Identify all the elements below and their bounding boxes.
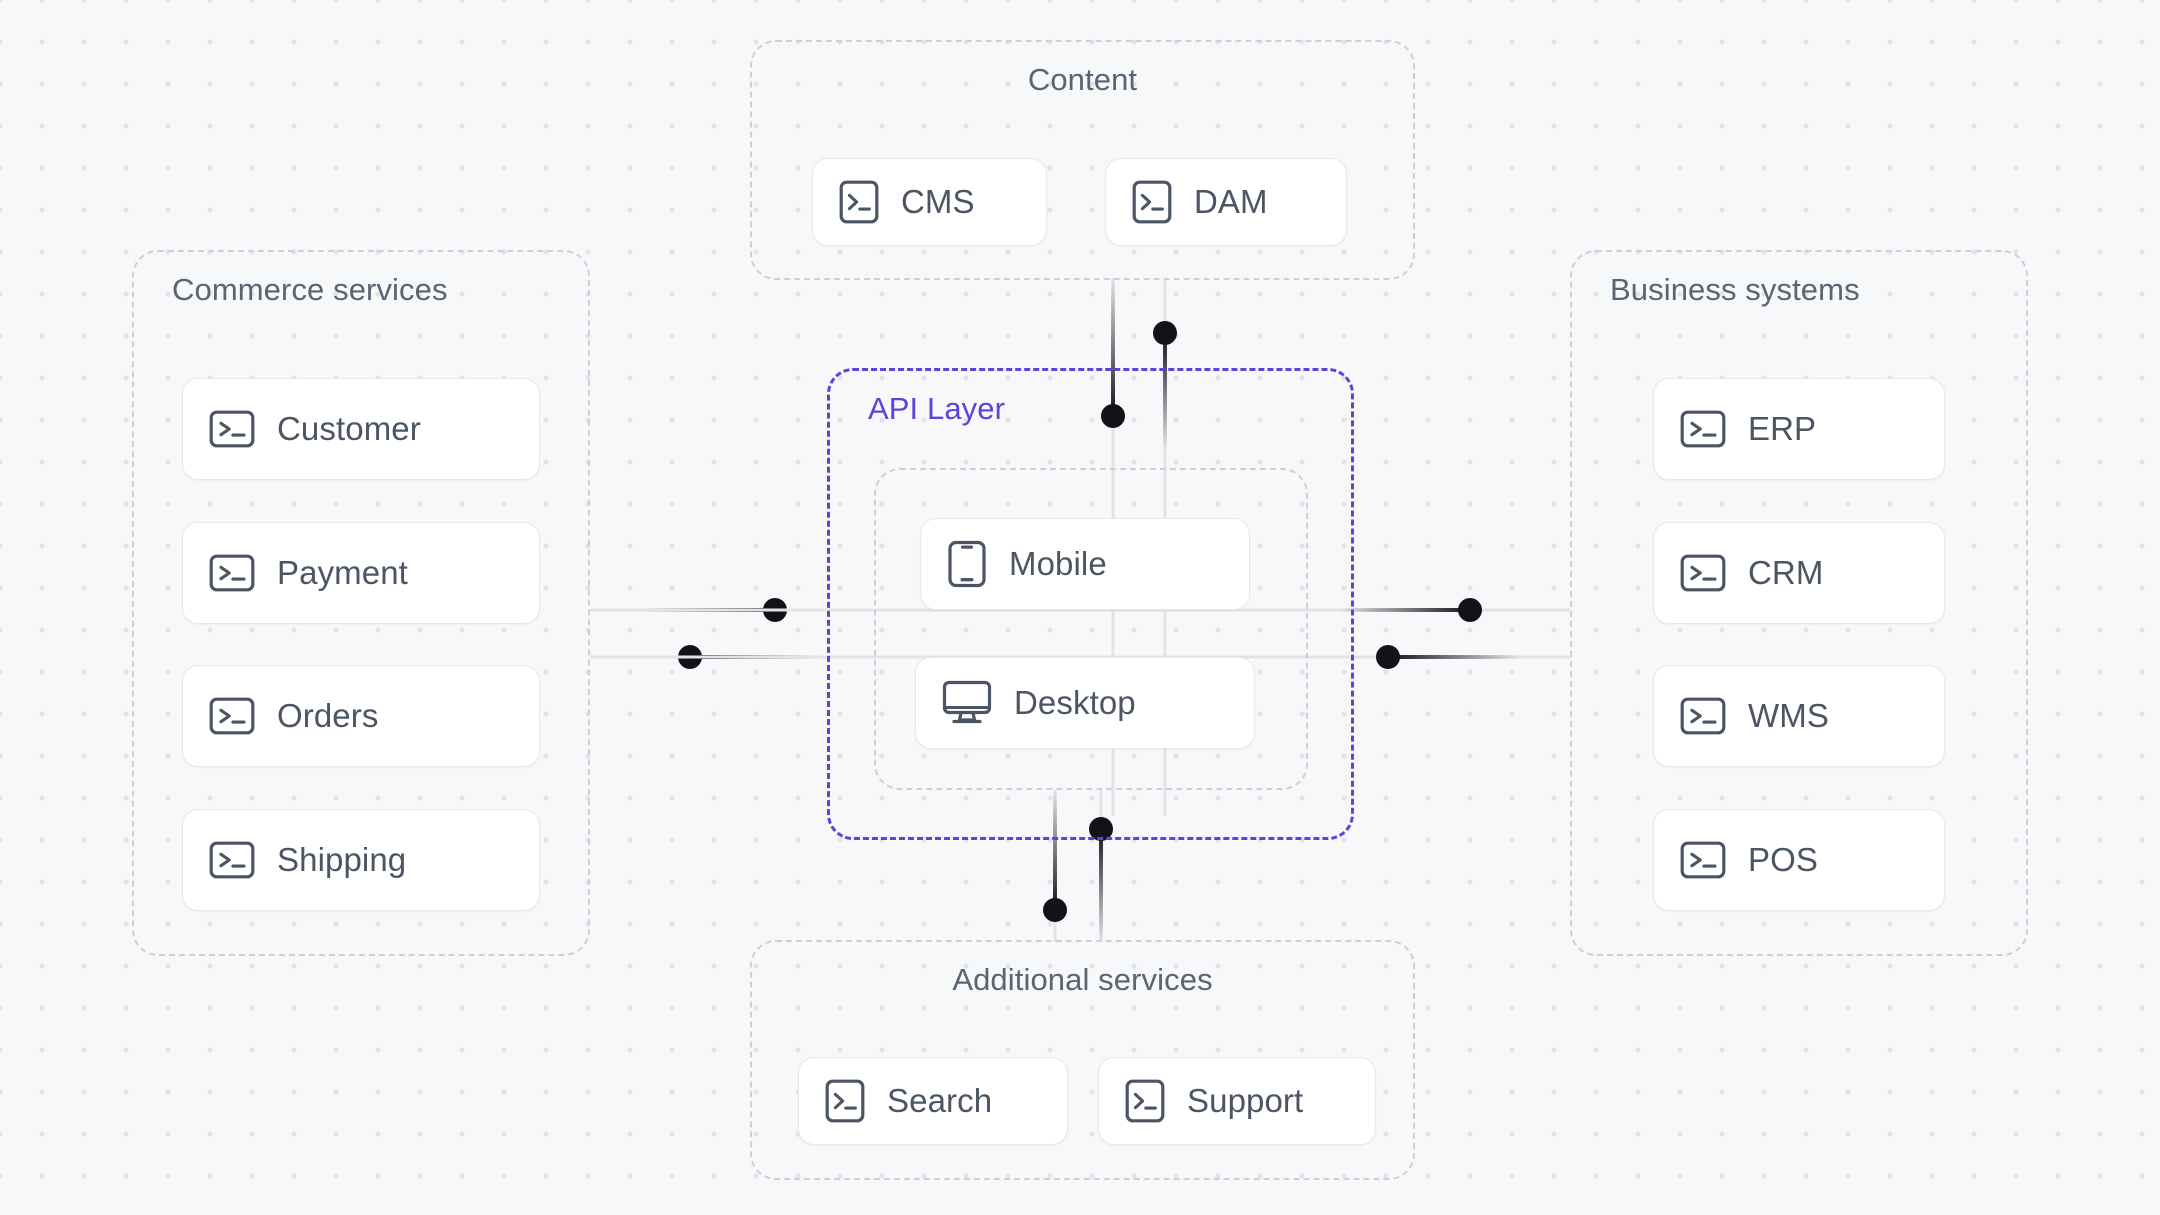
node-label: Payment [277,554,408,591]
node-label: CRM [1748,554,1824,591]
group-content: Content [750,40,1415,280]
terminal-icon [209,554,255,592]
node-support[interactable]: Support [1098,1057,1376,1145]
group-title-additional-services: Additional services [952,962,1213,997]
node-label: Support [1187,1082,1304,1119]
node-payment[interactable]: Payment [182,522,540,624]
node-label: Search [887,1082,993,1119]
node-mobile[interactable]: Mobile [920,518,1250,610]
edge-dot-business-in [1458,598,1482,622]
group-title-api-layer: API Layer [868,391,1006,426]
mobile-icon [947,540,987,588]
node-label: Shipping [277,841,407,878]
terminal-icon [1680,554,1726,592]
node-search[interactable]: Search [798,1057,1068,1145]
desktop-icon [942,680,992,726]
terminal-icon [839,180,879,224]
node-label: ERP [1748,410,1817,447]
node-label: Mobile [1009,545,1107,582]
group-commerce-services: Commerce services [132,250,590,956]
group-business-systems: Business systems [1570,250,2028,956]
node-pos[interactable]: POS [1653,809,1945,911]
node-label: WMS [1748,697,1829,734]
edge-dot-content-up [1153,321,1177,345]
node-label: Customer [277,410,421,447]
node-wms[interactable]: WMS [1653,665,1945,767]
node-crm[interactable]: CRM [1653,522,1945,624]
node-cms[interactable]: CMS [812,158,1047,246]
edge-dot-commerce-out [678,645,702,669]
terminal-icon [1125,1079,1165,1123]
terminal-icon [209,410,255,448]
group-title-commerce-services: Commerce services [172,272,448,307]
terminal-icon [825,1079,865,1123]
terminal-icon [1132,180,1172,224]
edge-dot-commerce-in [763,598,787,622]
node-dam[interactable]: DAM [1105,158,1347,246]
terminal-icon [1680,697,1726,735]
terminal-icon [209,697,255,735]
node-customer[interactable]: Customer [182,378,540,480]
edge-dot-business-out [1376,645,1400,669]
node-label: CMS [901,183,975,220]
terminal-icon [209,841,255,879]
group-additional-services: Additional services [750,940,1415,1180]
node-desktop[interactable]: Desktop [915,657,1255,749]
group-api-clients [874,468,1308,790]
group-title-business-systems: Business systems [1610,272,1860,307]
node-label: Orders [277,697,379,734]
node-shipping[interactable]: Shipping [182,809,540,911]
node-erp[interactable]: ERP [1653,378,1945,480]
group-api-layer: API Layer [827,368,1354,840]
node-label: POS [1748,841,1818,878]
terminal-icon [1680,410,1726,448]
node-label: DAM [1194,183,1268,220]
terminal-icon [1680,841,1726,879]
edge-dot-additional-down [1043,898,1067,922]
node-label: Desktop [1014,684,1136,721]
group-title-content: Content [1027,62,1138,97]
node-orders[interactable]: Orders [182,665,540,767]
